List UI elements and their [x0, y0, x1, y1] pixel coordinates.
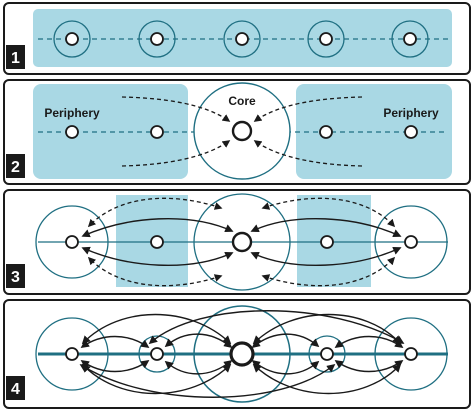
node [403, 32, 417, 46]
node [404, 235, 418, 249]
periphery-region-right [296, 84, 452, 179]
node [65, 32, 79, 46]
node [319, 32, 333, 46]
panel-3: 3 [3, 189, 471, 295]
node-ring [223, 20, 261, 58]
solid-links [79, 310, 405, 398]
node [150, 125, 164, 139]
solid-arrow [81, 246, 234, 266]
node-ring [35, 205, 109, 279]
node-ring [138, 20, 176, 58]
panel-number: 1 [11, 50, 20, 67]
core-node [229, 341, 255, 367]
node-group [53, 20, 429, 58]
solid-arrow [250, 246, 402, 266]
node [320, 235, 334, 249]
panel-2: Core Periphery Periphery 2 [3, 79, 471, 185]
solid-arrow [80, 335, 150, 348]
node [150, 235, 164, 249]
node [150, 32, 164, 46]
panel-badge: 4 [6, 376, 25, 400]
dashed-arrow [253, 96, 363, 122]
dashed-arrow [121, 96, 231, 122]
panel-1: 1 [3, 2, 471, 75]
panel-4: 4 [3, 299, 471, 409]
solid-arrow [81, 218, 234, 238]
node-ring [374, 205, 448, 279]
solid-arrow [148, 310, 405, 345]
core-node [231, 231, 253, 253]
node-ring [391, 20, 429, 58]
solid-arrow [252, 313, 402, 345]
solid-arrow [252, 363, 402, 395]
solid-arrow [334, 360, 404, 373]
dashed-arrow [121, 140, 231, 167]
solid-links [81, 218, 402, 266]
node [320, 347, 334, 361]
panel-number: 2 [11, 159, 20, 176]
node-ring [307, 20, 345, 58]
periphery-label-right: Periphery [383, 106, 439, 120]
node [319, 125, 333, 139]
node [65, 235, 79, 249]
panel-badge: 3 [6, 264, 25, 288]
node-ring [35, 317, 109, 391]
core-label: Core [228, 94, 256, 108]
node [65, 125, 79, 139]
panel-number: 4 [11, 381, 20, 398]
periphery-label-left: Periphery [44, 106, 100, 120]
panel-badge: 1 [6, 45, 25, 69]
node [404, 347, 418, 361]
node [65, 347, 79, 361]
solid-arrow [81, 363, 232, 395]
core-ring [193, 193, 291, 291]
node [235, 32, 249, 46]
core-ring [193, 305, 291, 403]
core-node [231, 120, 253, 142]
solid-arrow [250, 218, 402, 238]
node-ring [374, 317, 448, 391]
node-ring [53, 20, 91, 58]
panel-number: 3 [11, 269, 20, 286]
dashed-arrow [253, 140, 363, 167]
node [150, 347, 164, 361]
panel-badge: 2 [6, 154, 25, 178]
region-right [297, 195, 371, 287]
solid-arrow [79, 363, 336, 398]
node [404, 125, 418, 139]
solid-arrow [81, 313, 232, 345]
inflow-arrows [121, 96, 363, 167]
